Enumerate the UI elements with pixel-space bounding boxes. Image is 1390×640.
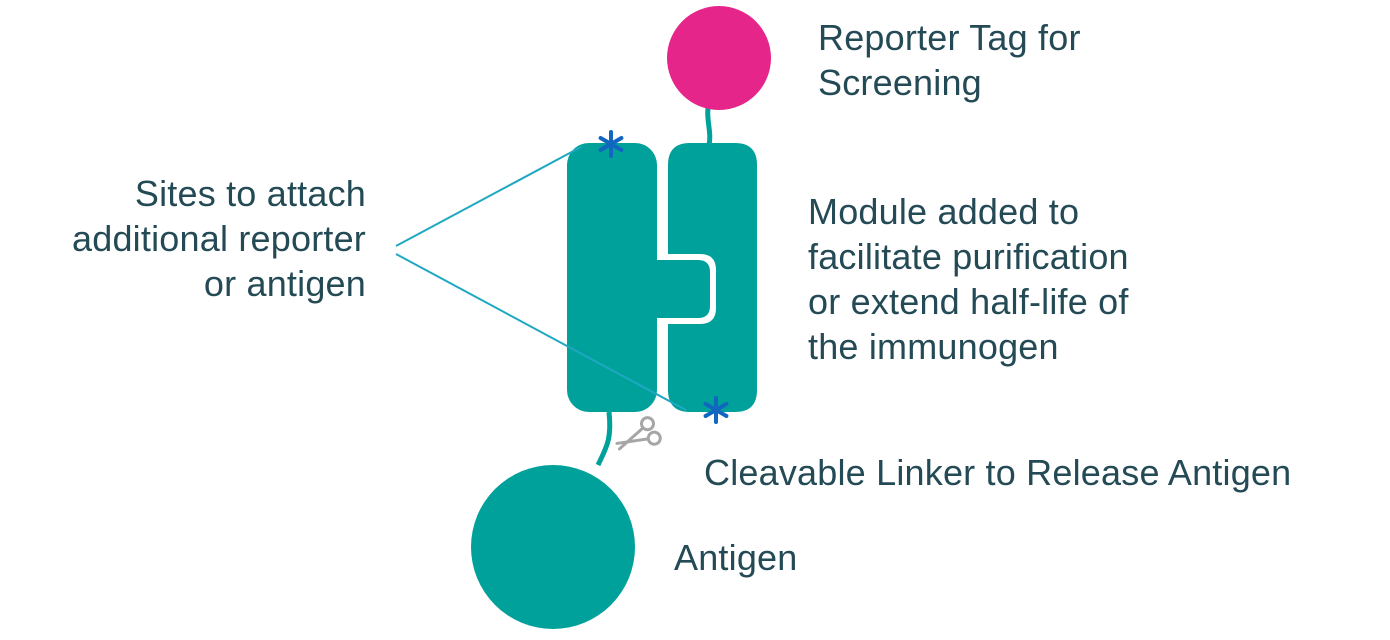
- right-module-block: [668, 143, 757, 412]
- left-module-block: [567, 143, 657, 412]
- attachment-sites-label: Sites to attach additional reporter or a…: [72, 171, 366, 306]
- pointer-line-bottom-site: [395, 253, 687, 411]
- asterisk-icon: [598, 130, 624, 158]
- module-label-line: or extend half-life of: [808, 281, 1129, 322]
- reporter-tag-label: Reporter Tag for Screening: [818, 15, 1081, 105]
- attachment-sites-label-line: or antigen: [203, 263, 366, 304]
- reporter-tag-label-line: Reporter Tag for: [818, 17, 1081, 58]
- left-module-knob: [650, 260, 710, 318]
- antigen-circle: [471, 465, 635, 629]
- attachment-sites-label-line: Sites to attach: [134, 173, 366, 214]
- pointer-line-top-site: [395, 146, 582, 247]
- module-label: Module added to facilitate purification …: [808, 189, 1129, 369]
- antigen-label: Antigen: [674, 537, 798, 578]
- antigen-linker-stem: [595, 411, 613, 467]
- cleavable-linker-label: Cleavable Linker to Release Antigen: [704, 452, 1292, 493]
- reporter-tag-circle: [667, 6, 771, 110]
- attachment-sites-label-line: additional reporter: [72, 218, 366, 259]
- asterisk-icon: [703, 396, 729, 424]
- scissors-icon: [615, 416, 662, 451]
- reporter-tag-label-line: Screening: [818, 62, 982, 103]
- module-label-line: Module added to: [808, 191, 1080, 232]
- module-label-line: the immunogen: [808, 326, 1059, 367]
- module-label-line: facilitate purification: [808, 236, 1129, 277]
